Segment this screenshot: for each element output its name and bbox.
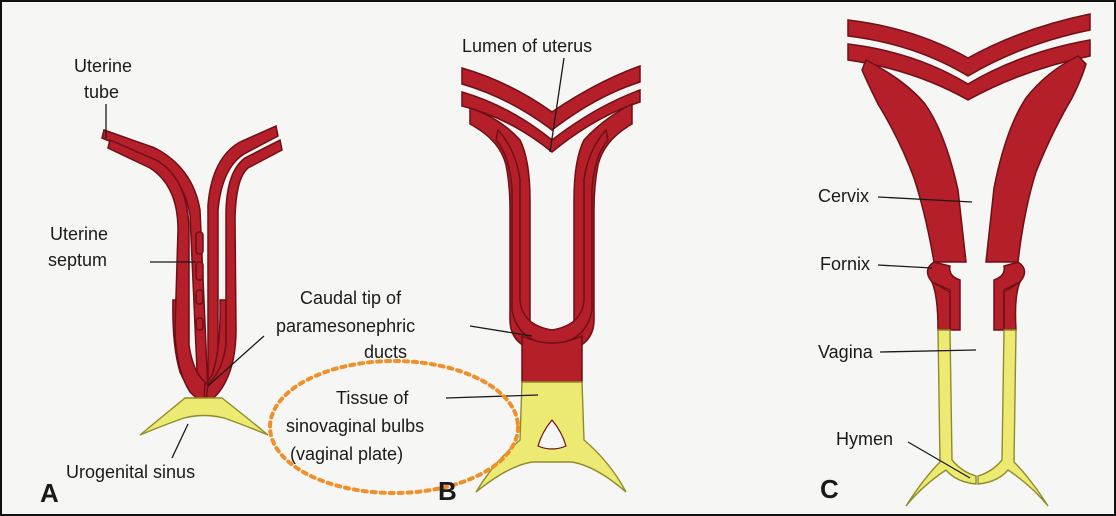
label-sinovaginal: sinovaginal bulbs (286, 416, 424, 436)
panel-b-caudal-tip (522, 336, 582, 382)
label-hymen: Hymen (836, 429, 893, 449)
panel-a-urogenital-sinus (140, 398, 268, 435)
septum-fragment (196, 290, 203, 304)
panel-letter-b: B (438, 476, 457, 506)
panel-letter-a: A (40, 478, 59, 508)
label-uterine-septum: Uterine (50, 224, 108, 244)
leader-vagina (880, 350, 976, 352)
panel-a-outer-wall (108, 140, 205, 402)
septum-fragment (196, 262, 203, 280)
label-uterine-tube: Uterine (74, 56, 132, 76)
panel-a: Uterine tube Uterine septum Urogenital s… (40, 56, 282, 508)
panel-c: Cervix Fornix Vagina Hymen C (818, 14, 1090, 506)
label-vagina: Vagina (818, 342, 874, 362)
label-urogenital-sinus: Urogenital sinus (66, 462, 195, 482)
label-caudal-tip: paramesonephric (276, 316, 415, 336)
panel-b: Lumen of uterus Caudal tip of paramesone… (270, 36, 640, 506)
label-caudal-tip: ducts (364, 342, 407, 362)
septum-fragment (196, 318, 203, 330)
panel-letter-c: C (820, 474, 839, 504)
panel-b-lumen-fill (496, 130, 608, 344)
label-uterine-tube: tube (84, 82, 119, 102)
label-uterine-septum: septum (48, 250, 107, 270)
panel-c-vagina-right (978, 330, 1048, 506)
label-sinovaginal: Tissue of (336, 388, 409, 408)
label-lumen-of-uterus: Lumen of uterus (462, 36, 592, 56)
label-caudal-tip: Caudal tip of (300, 288, 402, 308)
septum-fragment (196, 232, 203, 254)
label-fornix: Fornix (820, 254, 870, 274)
leader-urogenital-sinus (172, 424, 188, 458)
panel-c-vagina-left (906, 330, 976, 506)
label-sinovaginal: (vaginal plate) (290, 444, 403, 464)
leader-fornix (878, 265, 932, 268)
panel-c-right-uterine-wall (986, 56, 1086, 262)
label-cervix: Cervix (818, 186, 869, 206)
